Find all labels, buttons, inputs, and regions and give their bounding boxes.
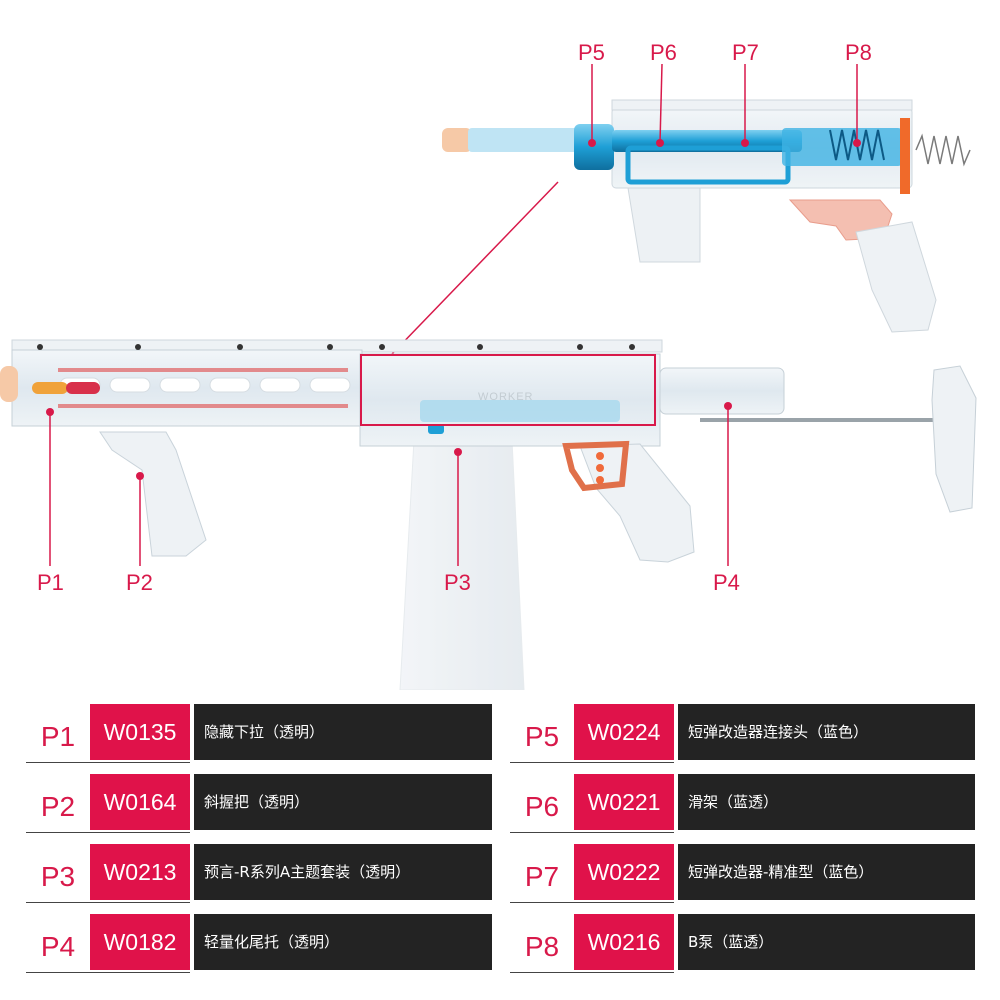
part-code: W0182 xyxy=(90,914,190,970)
highlight-box xyxy=(360,354,656,426)
callout-p5: P5 xyxy=(578,40,605,65)
part-label: P2 xyxy=(40,791,76,822)
buffer-tube xyxy=(659,367,785,415)
inset-lower-receiver xyxy=(627,187,701,263)
part-name: B泵（蓝透） xyxy=(678,914,975,970)
receiver-barrel-blue xyxy=(420,400,620,422)
row-divider xyxy=(26,832,190,833)
inset-dart-tip xyxy=(442,128,472,152)
part-name: 预言-R系列A主题套装（透明） xyxy=(194,844,492,900)
blaster-illustration: WORKER xyxy=(0,63,977,690)
red-inner-strip-top xyxy=(58,368,348,372)
receiver-blue-bit xyxy=(428,424,444,434)
part-code: W0164 xyxy=(90,774,190,830)
fore-grip xyxy=(99,431,207,557)
part-label: P1 xyxy=(40,721,76,752)
callout-p3: P3 xyxy=(444,570,471,595)
inset-orange-plate xyxy=(900,118,910,194)
part-code: W0216 xyxy=(574,914,674,970)
muzzle-tip xyxy=(0,366,18,402)
row-divider xyxy=(510,832,674,833)
part-label: P7 xyxy=(524,861,560,892)
inset-rear-spring xyxy=(915,133,971,167)
part-label: P5 xyxy=(524,721,560,752)
part-label: P4 xyxy=(40,931,76,962)
zoom-leader-line xyxy=(391,181,559,355)
part-name: 滑架（蓝透） xyxy=(678,774,975,830)
stock-butt xyxy=(931,365,977,513)
part-label: P3 xyxy=(40,861,76,892)
part-code: W0213 xyxy=(90,844,190,900)
row-divider xyxy=(510,972,674,973)
callout-p8: P8 xyxy=(845,40,872,65)
inset-connector-p5 xyxy=(574,124,614,170)
part-code: W0221 xyxy=(574,774,674,830)
row-divider xyxy=(26,902,190,903)
callout-p2: P2 xyxy=(126,570,153,595)
part-name: 短弹改造器-精准型（蓝色） xyxy=(678,844,975,900)
main-blaster: WORKER xyxy=(0,339,977,690)
part-label: P8 xyxy=(524,931,560,962)
pistol-grip xyxy=(579,443,695,563)
inset-dart xyxy=(468,128,580,152)
stock-rod xyxy=(700,418,940,422)
part-name: 隐藏下拉（透明） xyxy=(194,704,492,760)
red-inner-strip-bottom xyxy=(58,404,348,408)
part-name: 轻量化尾托（透明） xyxy=(194,914,492,970)
part-name: 短弹改造器连接头（蓝色） xyxy=(678,704,975,760)
front-pump-red xyxy=(66,382,100,394)
part-name: 斜握把（透明） xyxy=(194,774,492,830)
row-divider xyxy=(26,972,190,973)
part-code: W0135 xyxy=(90,704,190,760)
rail-screws xyxy=(37,344,635,350)
inset-grip xyxy=(855,221,937,333)
trigger-guard xyxy=(562,440,630,492)
row-divider xyxy=(510,902,674,903)
row-divider xyxy=(26,762,190,763)
part-code: W0222 xyxy=(574,844,674,900)
front-dart-orange xyxy=(32,382,68,394)
callout-p1: P1 xyxy=(37,570,64,595)
trigger-hole-1 xyxy=(596,452,604,460)
inset-leader-p6 xyxy=(659,63,663,144)
receiver-marking: WORKER xyxy=(478,391,534,403)
callout-p6: P6 xyxy=(650,40,677,65)
trigger-hole-3 xyxy=(596,476,604,484)
part-label: P6 xyxy=(524,791,560,822)
part-code: W0224 xyxy=(574,704,674,760)
callout-p4: P4 xyxy=(713,570,740,595)
magazine xyxy=(399,439,525,690)
callout-p7: P7 xyxy=(732,40,759,65)
inset-top-rail xyxy=(611,99,913,111)
detail-inset xyxy=(442,63,971,333)
row-divider xyxy=(510,762,674,763)
handguard-slots xyxy=(59,377,351,393)
trigger-hole-2 xyxy=(596,464,604,472)
